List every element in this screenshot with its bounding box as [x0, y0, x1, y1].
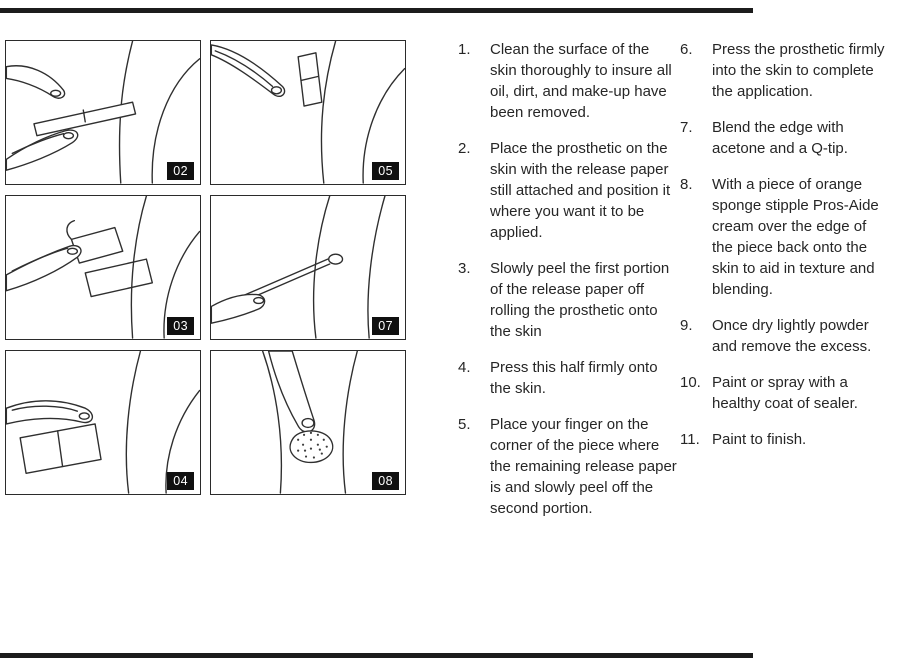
panel-number-badge: 05: [372, 161, 399, 180]
instruction-number: 10.: [680, 374, 701, 391]
bottom-divider-bar: [0, 653, 753, 658]
panel-step-02: 02: [5, 40, 201, 185]
instructions-list: 1. Clean the surface of the skin thoroug…: [458, 39, 890, 534]
stipple-sponge-illustration: [261, 351, 359, 494]
instruction-text: Press this half firmly onto the skin.: [490, 359, 658, 397]
instruction-text: Paint to finish.: [712, 431, 807, 448]
instruction-number: 5.: [458, 416, 471, 433]
top-divider-bar: [0, 8, 753, 13]
panel-number-badge: 08: [372, 471, 399, 490]
panel-number-badge: 02: [167, 161, 194, 180]
qtip-blend-edge-illustration: [211, 196, 386, 339]
instruction-number: 2.: [458, 140, 471, 157]
instruction-text: Place the prosthetic on the skin with th…: [490, 140, 671, 241]
panel-step-05: 05: [210, 40, 406, 185]
instruction-number: 3.: [458, 260, 471, 277]
instruction-number: 1.: [458, 41, 471, 58]
instruction-text: Once dry lightly powder and remove the e…: [712, 317, 872, 355]
remove-second-paper-illustration: [211, 41, 405, 184]
instruction-item: 7. Blend the edge with acetone and a Q-t…: [680, 117, 890, 159]
instruction-item: 8. With a piece of orange sponge stipple…: [680, 174, 890, 300]
instruction-item: 4. Press this half firmly onto the skin.: [458, 357, 680, 399]
instruction-item: 10. Paint or spray with a healthy coat o…: [680, 372, 890, 414]
press-half-illustration: [6, 351, 200, 494]
panel-step-07: 07: [210, 195, 406, 340]
instruction-number: 11.: [680, 431, 700, 448]
instruction-text: Slowly peel the first portion of the rel…: [490, 260, 670, 340]
peel-release-paper-illustration: [6, 41, 200, 184]
instruction-number: 9.: [680, 317, 693, 334]
roll-prosthetic-illustration: [6, 196, 200, 339]
instruction-text: Paint or spray with a healthy coat of se…: [712, 374, 858, 412]
panel-step-08: 08: [210, 350, 406, 495]
panel-number-badge: 03: [167, 316, 194, 335]
instruction-item: 2. Place the prosthetic on the skin with…: [458, 138, 680, 243]
instruction-number: 6.: [680, 41, 693, 58]
instruction-text: With a piece of orange sponge stipple Pr…: [712, 176, 879, 298]
instruction-item: 6. Press the prosthetic firmly into the …: [680, 39, 890, 102]
instruction-text: Clean the surface of the skin thoroughly…: [490, 41, 672, 121]
instructions-column-2: 6. Press the prosthetic firmly into the …: [680, 39, 890, 534]
instruction-number: 8.: [680, 176, 693, 193]
instruction-number: 4.: [458, 359, 471, 376]
panel-number-badge: 04: [167, 471, 194, 490]
panel-step-04: 04: [5, 350, 201, 495]
instruction-item: 1. Clean the surface of the skin thoroug…: [458, 39, 680, 123]
instruction-number: 7.: [680, 119, 693, 136]
instruction-text: Blend the edge with acetone and a Q-tip.: [712, 119, 848, 157]
illustration-grid: 02 05: [5, 40, 406, 495]
panel-step-03: 03: [5, 195, 201, 340]
instruction-item: 5. Place your finger on the corner of th…: [458, 414, 680, 519]
instruction-item: 11. Paint to finish.: [680, 429, 890, 450]
instruction-text: Place your finger on the corner of the p…: [490, 416, 677, 517]
instructions-column-1: 1. Clean the surface of the skin thoroug…: [458, 39, 680, 534]
panel-number-badge: 07: [372, 316, 399, 335]
instruction-text: Press the prosthetic firmly into the ski…: [712, 41, 885, 100]
instruction-item: 3. Slowly peel the first portion of the …: [458, 258, 680, 342]
instruction-item: 9. Once dry lightly powder and remove th…: [680, 315, 890, 357]
